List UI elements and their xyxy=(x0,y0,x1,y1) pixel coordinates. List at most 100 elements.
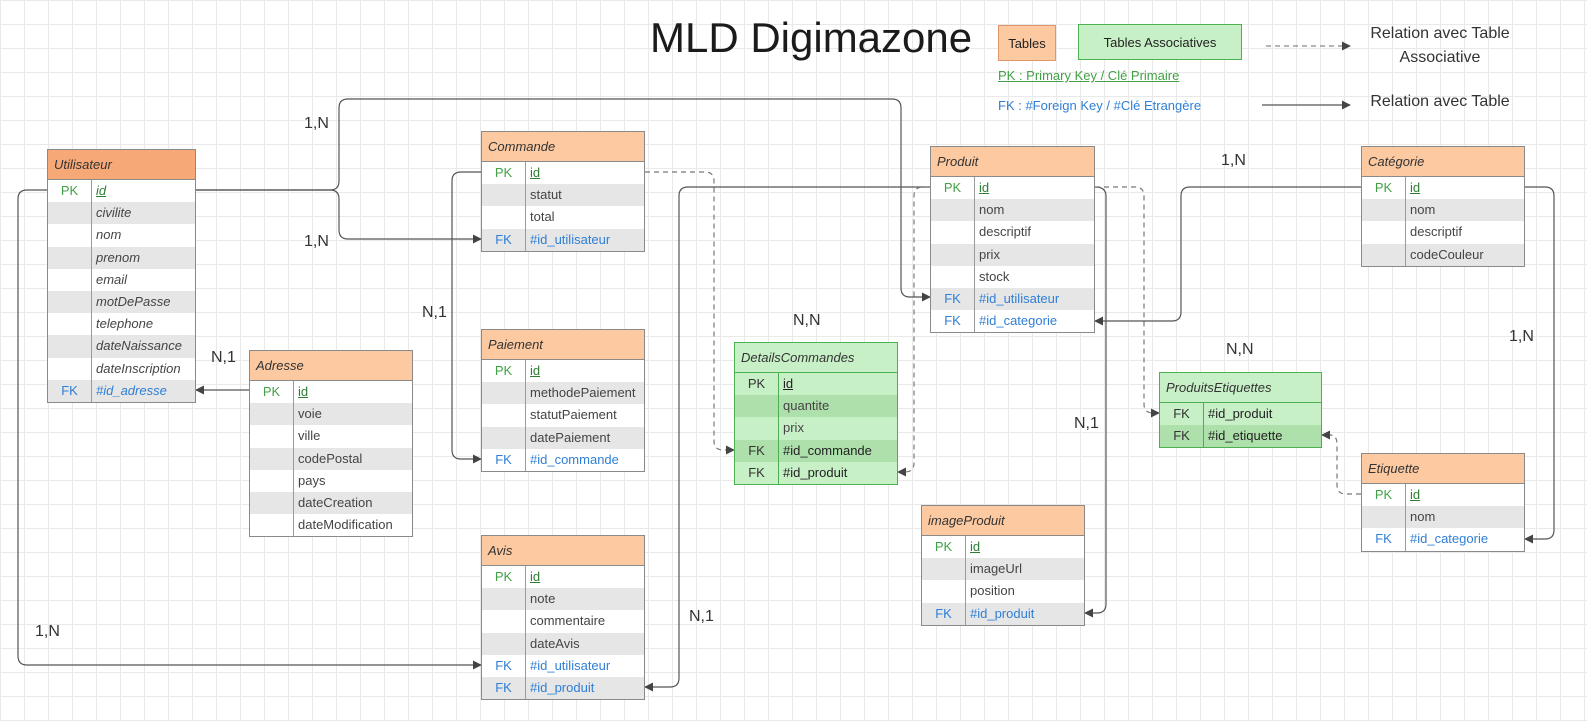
cardinality-categorie-produit: 1,N xyxy=(1221,152,1246,169)
table-row[interactable]: FK#id_etiquette xyxy=(1160,425,1321,448)
field-name: email xyxy=(96,271,128,287)
table-row[interactable]: quantite xyxy=(735,395,897,418)
table-row[interactable]: prix xyxy=(735,417,897,440)
table-row[interactable]: email xyxy=(48,268,195,291)
table-row[interactable]: FK#id_categorie xyxy=(931,310,1094,333)
table-row[interactable]: statutPaiement xyxy=(482,404,644,427)
key-type xyxy=(48,268,92,291)
table-row[interactable]: nom xyxy=(931,199,1094,222)
table-row[interactable]: FK#id_commande xyxy=(482,448,644,471)
field-name: #id_commande xyxy=(783,442,872,458)
key-type xyxy=(250,403,294,426)
table-row[interactable]: total xyxy=(482,206,644,229)
table-row[interactable]: FK#id_produit xyxy=(735,461,897,484)
field-name: #id_produit xyxy=(1208,406,1273,421)
table-row[interactable]: dateNaissance xyxy=(48,335,195,358)
key-type: PK xyxy=(922,536,966,559)
table-row[interactable]: stock xyxy=(931,265,1094,288)
table-row[interactable]: prenom xyxy=(48,246,195,269)
table-row[interactable]: FK#id_commande xyxy=(735,439,897,462)
legend-assoc-relation: Relation avec Table Associative xyxy=(1360,22,1520,70)
field-name: #id_categorie xyxy=(1410,531,1489,547)
table-row[interactable]: datePaiement xyxy=(482,426,644,449)
table-row[interactable]: dateModification xyxy=(250,514,412,537)
table-row[interactable]: ville xyxy=(250,425,412,448)
table-row[interactable]: FK #id_produit xyxy=(1160,403,1321,426)
key-type: PK xyxy=(250,381,294,404)
table-row[interactable]: codeCouleur xyxy=(1362,243,1524,266)
table-row[interactable]: FK#id_utilisateur xyxy=(482,654,644,677)
table-row[interactable]: note xyxy=(482,588,644,611)
table-row[interactable]: commentaire xyxy=(482,610,644,633)
key-type xyxy=(250,514,294,537)
field-name: codeCouleur xyxy=(1410,246,1484,262)
table-row[interactable]: FK#id_utilisateur xyxy=(931,287,1094,311)
field-name: methodePaiement xyxy=(530,385,636,401)
field-name: civilite xyxy=(96,205,132,221)
table-row[interactable]: nom xyxy=(48,224,195,247)
table-row[interactable]: telephone xyxy=(48,313,195,336)
key-type xyxy=(48,224,92,247)
field-name: commentaire xyxy=(530,613,606,629)
table-row[interactable]: FK#id_adresse xyxy=(48,379,195,402)
key-type xyxy=(482,404,526,427)
key-type: FK xyxy=(1160,425,1204,448)
table-row[interactable]: descriptif xyxy=(931,221,1094,244)
table-row[interactable]: imageUrl xyxy=(922,558,1084,581)
table-row[interactable]: position xyxy=(922,580,1084,603)
table-row[interactable]: dateInscription xyxy=(48,357,195,380)
field-name: id xyxy=(298,384,309,399)
table-row[interactable]: PK id xyxy=(250,381,412,404)
table-row[interactable]: FK#id_produit xyxy=(482,676,644,700)
table-row[interactable]: civilite xyxy=(48,202,195,225)
field-name: descriptif xyxy=(979,224,1032,240)
table-row[interactable]: FK#id_categorie xyxy=(1362,528,1524,551)
table-row[interactable]: methodePaiement xyxy=(482,382,644,405)
table-row[interactable]: prix xyxy=(931,243,1094,266)
key-type: FK xyxy=(735,439,779,462)
table-row[interactable]: pays xyxy=(250,469,412,492)
table-row[interactable]: dateCreation xyxy=(250,491,412,515)
table-row[interactable]: FK#id_utilisateur xyxy=(482,228,644,251)
key-type xyxy=(1362,221,1406,244)
table-row[interactable]: voie xyxy=(250,403,412,426)
key-type xyxy=(1362,506,1406,529)
key-type: PK xyxy=(1362,177,1406,200)
key-type: FK xyxy=(1160,403,1204,426)
table-row[interactable]: motDePasse xyxy=(48,290,195,314)
key-type xyxy=(48,335,92,358)
link-produit-image xyxy=(1084,186,1107,618)
table-row[interactable]: dateAvis xyxy=(482,632,644,655)
table-header: Commande xyxy=(482,132,644,162)
table-row[interactable]: FK#id_produit xyxy=(922,602,1084,625)
table-row[interactable]: codePostal xyxy=(250,447,412,470)
table-row[interactable]: descriptif xyxy=(1362,221,1524,244)
table-row[interactable]: statut xyxy=(482,184,644,207)
cardinality-commande-paiement: N,1 xyxy=(422,304,447,321)
table-row[interactable]: nom xyxy=(1362,506,1524,529)
table-row[interactable]: nom xyxy=(1362,199,1524,222)
key-type: PK xyxy=(482,360,526,383)
field-name: #id_etiquette xyxy=(1208,428,1283,444)
key-type: PK xyxy=(48,180,92,203)
